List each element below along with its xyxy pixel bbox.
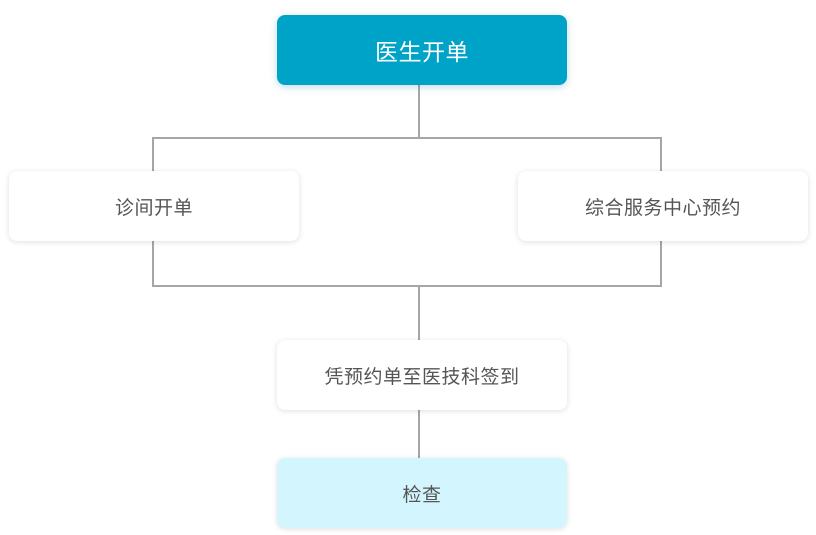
- doctor-order-label: 医生开单: [375, 40, 469, 66]
- service-center-booking-label: 综合服务中心预约: [584, 196, 741, 219]
- checkin-node: 凭预约单至医技科签到: [277, 340, 567, 410]
- clinic-order-node: 诊间开单: [9, 171, 299, 241]
- examination-label: 检查: [402, 483, 442, 506]
- checkin-label: 凭预约单至医技科签到: [324, 365, 520, 388]
- clinic-order-label: 诊间开单: [114, 196, 193, 219]
- service-center-booking-node: 综合服务中心预约: [518, 171, 808, 241]
- doctor-order-node: 医生开单: [277, 15, 567, 85]
- examination-node: 检查: [277, 458, 567, 528]
